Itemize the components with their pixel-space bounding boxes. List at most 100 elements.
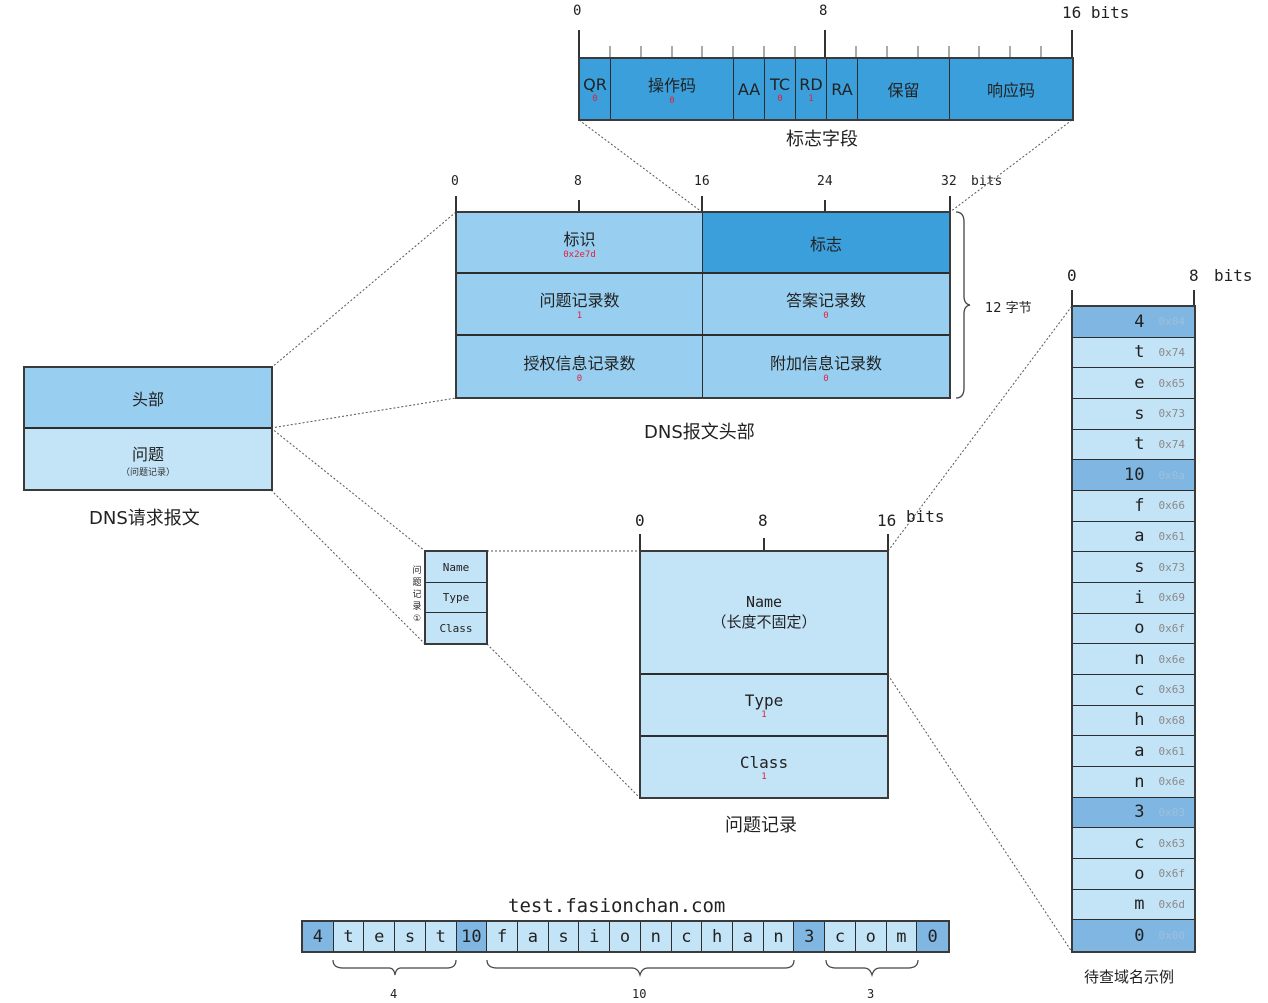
strip-char-byte: f <box>487 922 518 951</box>
request-header-section: 头部 <box>25 368 271 429</box>
byte-char: 10 <box>1123 465 1145 486</box>
byte-hex: 0x6d <box>1158 897 1185 911</box>
byte-hex: 0x69 <box>1158 591 1185 605</box>
byte-char: e <box>1134 373 1145 394</box>
brace-10 <box>486 959 795 978</box>
header-qdcount: 问题记录数 1 <box>457 274 703 336</box>
side-char: ① <box>412 614 422 624</box>
flags-field: QR 0 操作码 0 AA TC 0 RD 1 RA 保留 响应码 <box>578 57 1074 121</box>
byte-char: t <box>1134 434 1145 455</box>
zoom-line <box>578 119 703 213</box>
flag-opcode-value: 0 <box>669 96 675 106</box>
strip-char-byte: n <box>640 922 672 951</box>
strip-char-byte: a <box>518 922 549 951</box>
mini-record-side-label: 问 题 记 录 ① <box>411 565 423 625</box>
header-tick-32: 32 <box>941 174 957 189</box>
byte-char: s <box>1134 403 1145 424</box>
byte-char: n <box>1134 771 1145 792</box>
strip-length-byte: 0 <box>917 922 948 951</box>
domain-char-byte: n 0x6e <box>1073 644 1194 675</box>
brace-label-10: 10 <box>632 987 647 1001</box>
flag-reserved: 保留 <box>858 59 950 119</box>
byte-hex: 0x63 <box>1158 836 1185 850</box>
header-ancount-value: 0 <box>823 311 829 321</box>
domain-length-byte: 10 0x0a <box>1073 460 1194 491</box>
strip-char-byte: i <box>579 922 611 951</box>
domain-char-byte: i 0x69 <box>1073 583 1194 614</box>
zoom-line <box>887 674 1073 953</box>
strip-char-byte: m <box>886 922 918 951</box>
request-question-label: 问题 <box>131 444 164 464</box>
mini-record-class: Class <box>439 621 473 635</box>
question-type-label: Type <box>744 690 784 710</box>
dns-request-box: 头部 问题 （问题记录） <box>23 366 273 491</box>
request-caption: DNS请求报文 <box>89 508 200 529</box>
header-flags: 标志 <box>703 213 949 274</box>
question-tick-0: 0 <box>635 511 645 530</box>
domain-strip-title: test.fasionchan.com <box>508 895 726 917</box>
header-qdcount-label: 问题记录数 <box>539 291 620 310</box>
zoom-line <box>486 643 641 799</box>
question-name-label: Name <box>745 593 783 611</box>
flag-ra: RA <box>827 59 858 119</box>
byte-hex: 0x73 <box>1158 560 1185 574</box>
request-question-section: 问题 （问题记录） <box>25 429 271 489</box>
strip-char-byte: n <box>763 922 795 951</box>
byte-hex: 0x6f <box>1158 621 1185 635</box>
flag-reserved-label: 保留 <box>887 81 920 100</box>
question-type-value: 1 <box>761 709 767 720</box>
flag-qr-label: QR <box>583 74 607 94</box>
byte-char: i <box>1134 587 1145 608</box>
byte-hex: 0x6e <box>1158 652 1185 666</box>
header-arcount: 附加信息记录数 0 <box>703 336 949 397</box>
byte-hex: 0x03 <box>1158 805 1185 819</box>
domain-char-byte: s 0x73 <box>1073 552 1194 583</box>
strip-length-byte: 3 <box>794 922 826 951</box>
flags-tick-8: 8 <box>819 3 828 19</box>
question-tick-bits: bits <box>906 507 945 526</box>
byte-hex: 0x61 <box>1158 744 1185 758</box>
strip-char-byte: o <box>855 922 887 951</box>
zoom-line <box>949 119 1073 213</box>
byte-hex: 0x74 <box>1158 345 1185 359</box>
header-id-label: 标识 <box>563 229 596 249</box>
header-ancount: 答案记录数 0 <box>703 274 949 336</box>
brace-label-3: 3 <box>867 987 875 1001</box>
byte-hex: 0x6f <box>1158 867 1185 881</box>
header-qdcount-value: 1 <box>576 311 583 321</box>
byte-char: n <box>1134 649 1145 670</box>
header-nscount: 授权信息记录数 0 <box>457 336 703 397</box>
header-tick-0: 0 <box>451 174 459 189</box>
byte-hex: 0x00 <box>1158 929 1185 943</box>
byte-char: s <box>1134 557 1145 578</box>
size-brace <box>955 211 971 399</box>
byte-hex: 0x66 <box>1158 499 1185 513</box>
byte-hex: 0x0a <box>1158 468 1185 482</box>
flag-ra-label: RA <box>831 79 853 99</box>
question-type: Type 1 <box>641 675 887 737</box>
strip-char-byte: s <box>395 922 426 951</box>
byte-hex: 0x04 <box>1158 315 1185 329</box>
question-name: Name （长度不固定） <box>641 552 887 675</box>
dns-header-box: 标识 0x2e7d 标志 问题记录数 1 答案记录数 0 授权信息记录数 0 附… <box>455 211 951 399</box>
flag-tc: TC 0 <box>765 59 796 119</box>
flag-opcode-label: 操作码 <box>647 76 696 95</box>
byte-hex: 0x61 <box>1158 529 1185 543</box>
flag-qr: QR 0 <box>580 59 611 119</box>
question-caption: 问题记录 <box>725 815 797 836</box>
side-char: 问 <box>412 566 422 576</box>
question-class-label: Class <box>739 752 789 772</box>
flag-rcode: 响应码 <box>950 59 1072 119</box>
flag-tc-value: 0 <box>777 93 783 104</box>
